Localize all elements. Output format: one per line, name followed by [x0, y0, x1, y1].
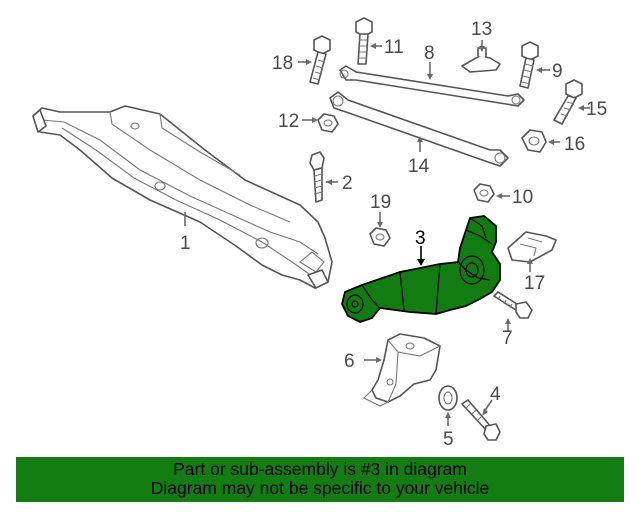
callout-14: 14 — [408, 156, 430, 177]
callout-6: 6 — [344, 351, 355, 372]
part-14-lower-link: 14 — [329, 91, 509, 177]
part-13-clip: 13 — [461, 19, 501, 73]
part-11-bolt: 11 — [355, 17, 404, 65]
callout-16: 16 — [564, 134, 585, 155]
callout-1: 1 — [180, 233, 191, 254]
banner-line-2: Diagram may not be specific to your vehi… — [150, 478, 490, 498]
callout-11: 11 — [384, 37, 404, 58]
callout-5: 5 — [443, 429, 454, 450]
banner-line-1: Part or sub-assembly is #3 in diagram — [173, 459, 467, 479]
callout-4: 4 — [490, 384, 501, 405]
callout-9: 9 — [552, 61, 563, 82]
part-9-bolt: 9 — [519, 41, 563, 89]
part-10-nut: 10 — [473, 183, 533, 208]
part-3-trailing-arm-highlighted: 3 — [341, 215, 501, 323]
part-17-clip: 17 — [507, 231, 557, 294]
part-6-bracket: 6 — [344, 333, 441, 407]
parts-diagram: 1 2 3 4 5 — [32, 17, 607, 450]
part-12-nut: 12 — [278, 111, 339, 133]
part-19-nut: 19 — [369, 192, 391, 247]
callout-12: 12 — [278, 111, 299, 132]
part-15-bolt: 15 — [553, 79, 607, 125]
callout-18: 18 — [272, 53, 293, 74]
part-2-bolt: 2 — [309, 151, 353, 203]
part-16-nut: 16 — [521, 129, 585, 155]
info-banner: Part or sub-assembly is #3 in diagram Di… — [16, 457, 624, 502]
callout-3: 3 — [415, 228, 426, 249]
callout-2: 2 — [342, 173, 353, 194]
part-4-bolt: 4 — [461, 384, 501, 441]
callout-7: 7 — [502, 328, 513, 349]
part-1-subframe: 1 — [32, 105, 333, 289]
callout-8: 8 — [424, 43, 435, 64]
part-8-upper-link: 8 — [339, 43, 525, 107]
part-18-bolt: 18 — [272, 35, 331, 85]
callout-17: 17 — [524, 273, 545, 294]
part-5-washer: 5 — [438, 385, 458, 450]
callout-10: 10 — [512, 187, 533, 208]
callout-19: 19 — [370, 192, 391, 213]
part-7-bolt: 7 — [493, 291, 533, 349]
callout-13: 13 — [471, 19, 492, 40]
callout-15: 15 — [586, 99, 607, 120]
